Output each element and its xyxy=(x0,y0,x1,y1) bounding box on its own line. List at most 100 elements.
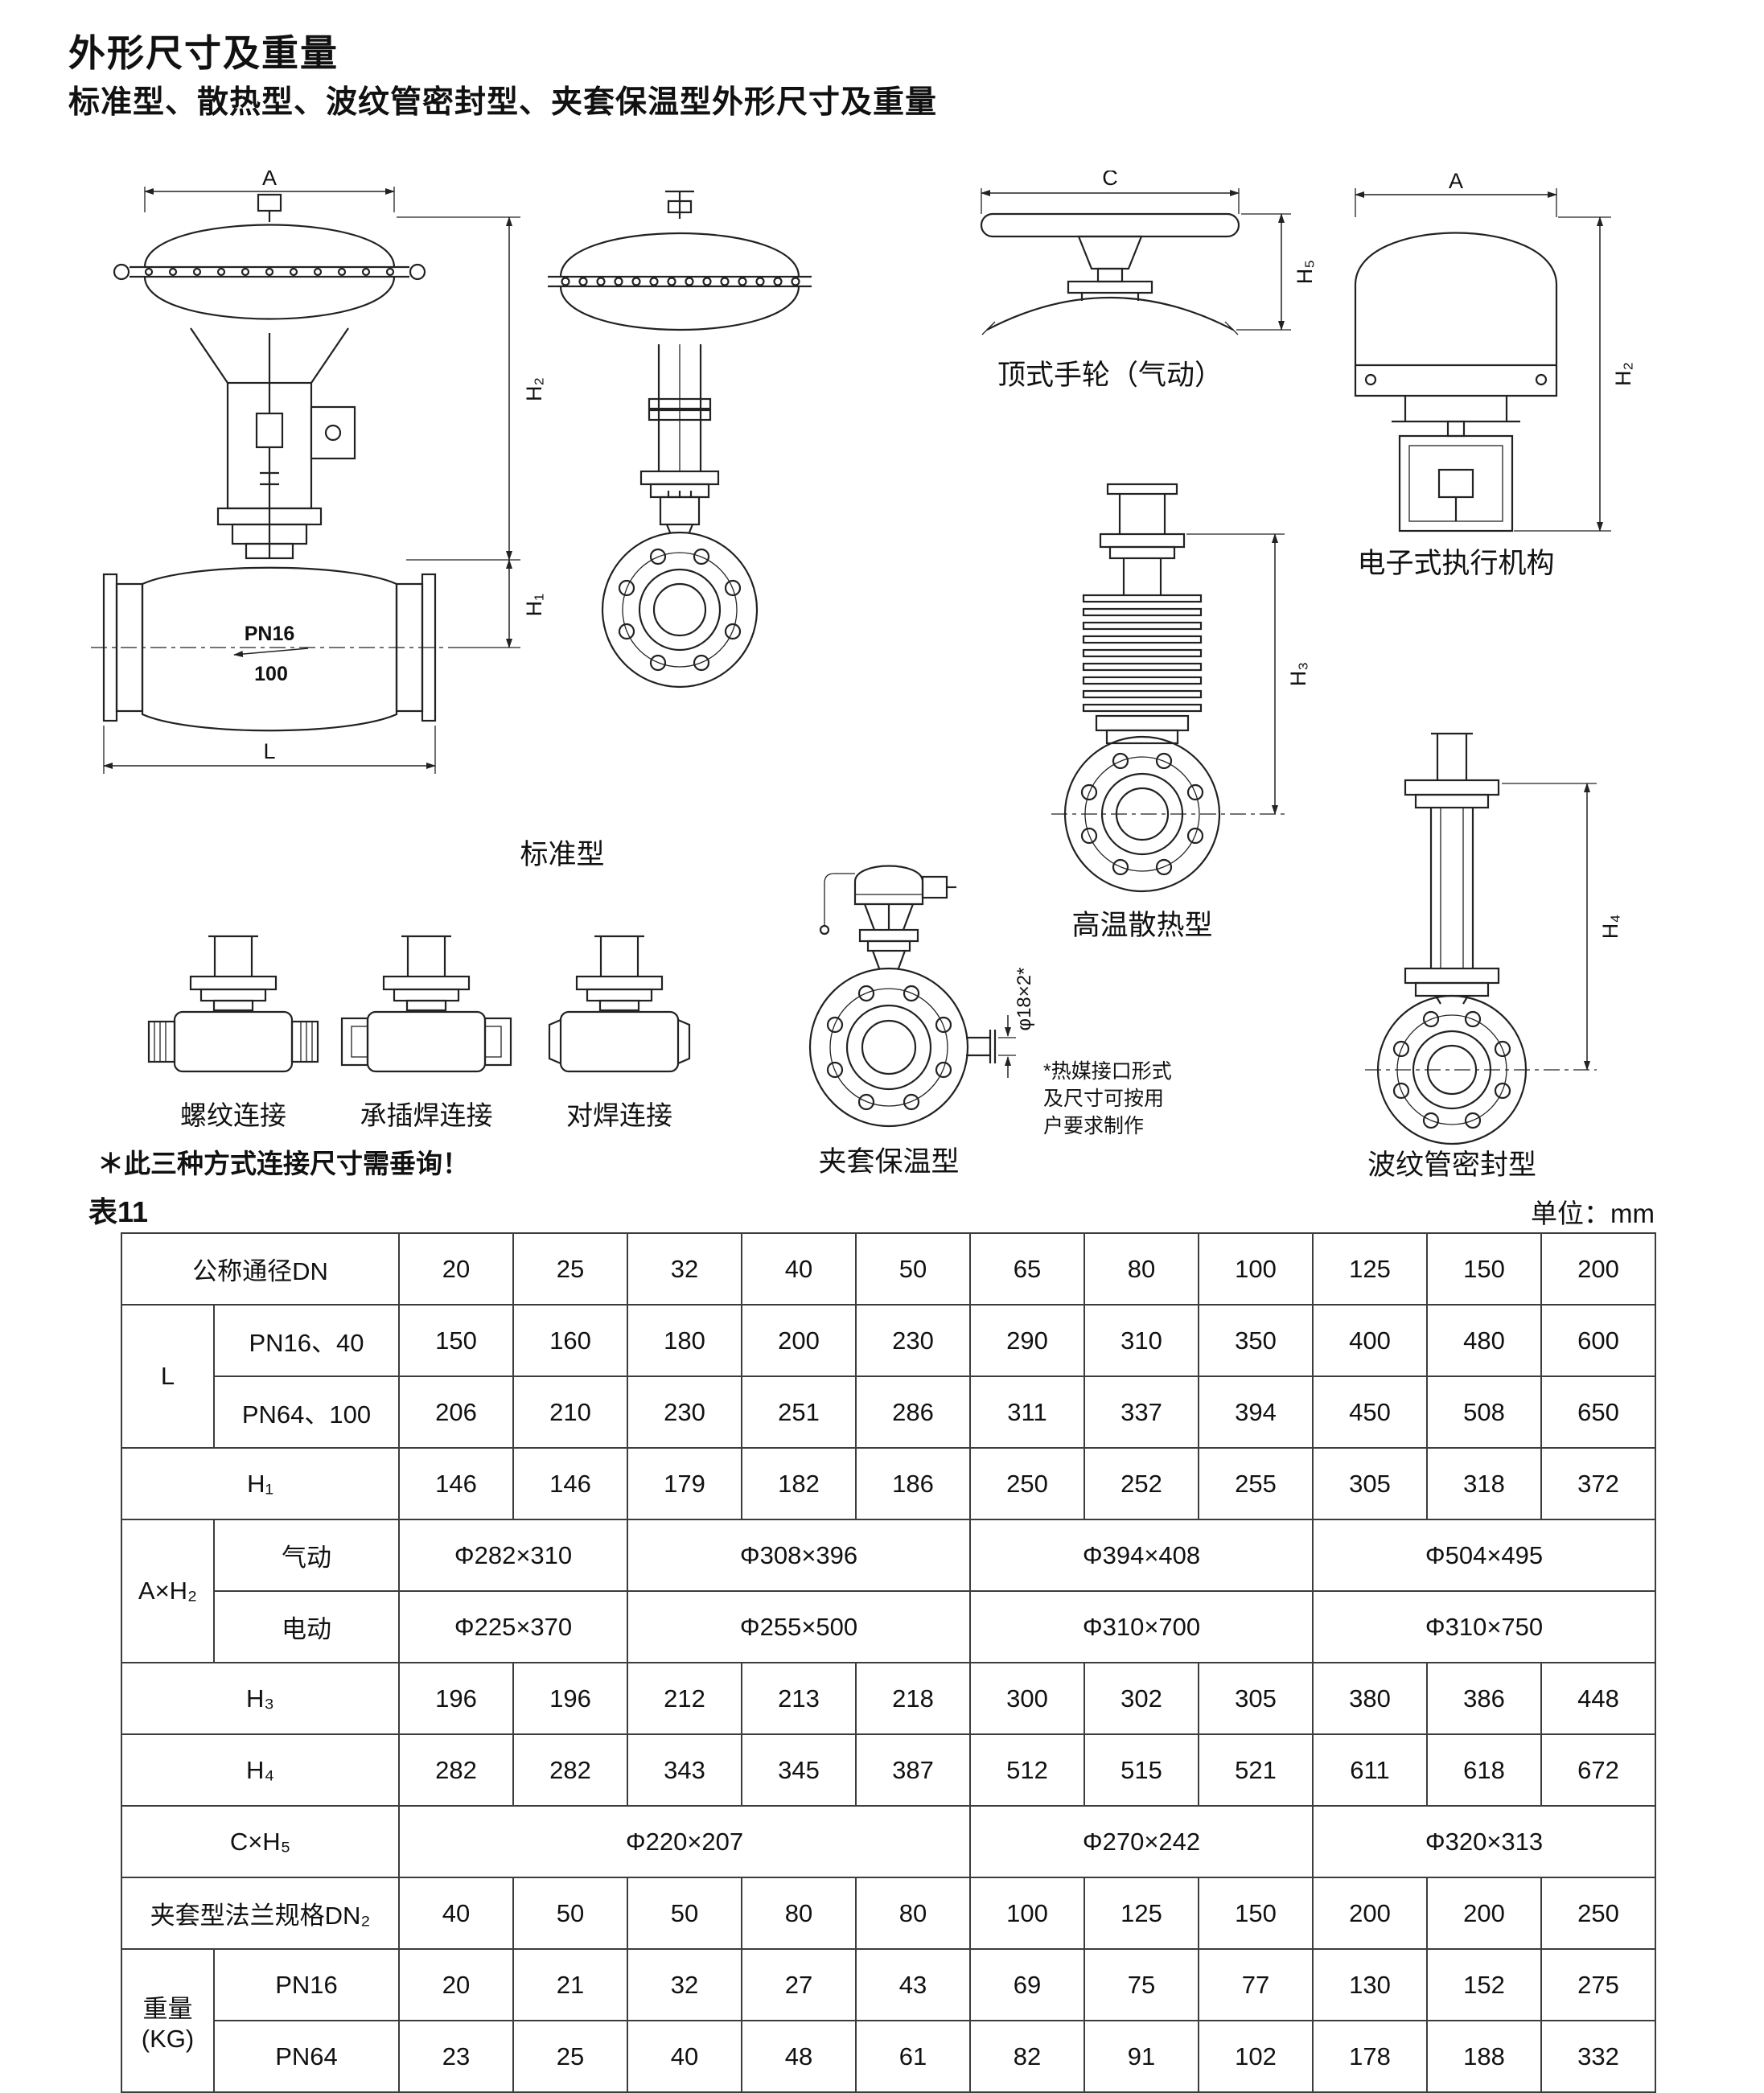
table-value-cell: 91 xyxy=(1083,2020,1199,2093)
table-value-cell: 311 xyxy=(969,1375,1085,1449)
table-value-cell: 80 xyxy=(855,1877,971,1950)
table-value-cell: 672 xyxy=(1540,1733,1656,1807)
table-value-cell: 32 xyxy=(627,1232,742,1306)
table-value-cell: 400 xyxy=(1312,1304,1428,1377)
table-label-cell: C×H₅ xyxy=(121,1805,400,1878)
table-value-cell: Φ225×370 xyxy=(398,1590,628,1663)
table-value-cell: 179 xyxy=(627,1447,742,1520)
table-value-cell: 200 xyxy=(741,1304,857,1377)
table-value-cell: 50 xyxy=(512,1877,628,1950)
actuator-bolts xyxy=(113,263,426,281)
table-label-cell: A×H₂ xyxy=(121,1519,215,1663)
table-value-cell: 65 xyxy=(969,1232,1085,1306)
table-value-cell: 448 xyxy=(1540,1662,1656,1735)
table-value-cell: 61 xyxy=(855,2020,971,2093)
figure-socket-weld-connection: 承插焊连接 xyxy=(340,935,512,1130)
table-value-cell: 40 xyxy=(741,1232,857,1306)
flange-disc xyxy=(808,967,969,1128)
table-value-cell: 512 xyxy=(969,1733,1085,1807)
table-value-cell: 75 xyxy=(1083,1948,1199,2021)
table-value-cell: 25 xyxy=(512,2020,628,2093)
table-value-cell: 196 xyxy=(398,1662,514,1735)
connections-note: ＊此三种方式连接尺寸需垂询！ xyxy=(97,1149,469,1178)
figure-standard-front: A PN16 xyxy=(91,171,546,774)
table-label-cell: 公称通径DN xyxy=(121,1232,400,1306)
table-value-cell: 305 xyxy=(1312,1447,1428,1520)
table-value-cell: 282 xyxy=(398,1733,514,1807)
table-value-cell: 305 xyxy=(1198,1662,1314,1735)
table-label-cell: PN64、100 xyxy=(213,1375,400,1449)
table-value-cell: 252 xyxy=(1083,1447,1199,1520)
table-value-cell: 125 xyxy=(1083,1877,1199,1950)
table-value-cell: 82 xyxy=(969,2020,1085,2093)
table-value-cell: 69 xyxy=(969,1948,1085,2021)
table-value-cell: 386 xyxy=(1426,1662,1542,1735)
body-marking-dn: 100 xyxy=(254,663,288,685)
jacket-nozzle xyxy=(966,1015,1016,1078)
table-label-cell: 气动 xyxy=(213,1519,400,1592)
caption-bellows: 波纹管密封型 xyxy=(1367,1149,1536,1180)
table-value-cell: Φ282×310 xyxy=(398,1519,628,1592)
table-value-cell: 515 xyxy=(1083,1733,1199,1807)
table-value-cell: 186 xyxy=(855,1447,971,1520)
table-value-cell: 80 xyxy=(1083,1232,1199,1306)
table-value-cell: 182 xyxy=(741,1447,857,1520)
table-value-cell: 250 xyxy=(1540,1877,1656,1950)
table-label-cell: L xyxy=(121,1304,215,1449)
caption-handwheel: 顶式手轮（气动） xyxy=(997,360,1223,391)
body-marking-pn: PN16 xyxy=(245,623,295,645)
table-value-cell: 600 xyxy=(1540,1304,1656,1377)
radiator-fins xyxy=(1082,594,1203,713)
table-value-cell: 200 xyxy=(1312,1877,1428,1950)
table-label-cell: H₃ xyxy=(121,1662,400,1735)
caption-standard: 标准型 xyxy=(520,839,604,870)
table-value-cell: Φ394×408 xyxy=(969,1519,1314,1592)
table-value-cell: Φ270×242 xyxy=(969,1805,1314,1878)
table-value-cell: 146 xyxy=(512,1447,628,1520)
table-value-cell: 146 xyxy=(398,1447,514,1520)
jacket-note-line1: *热媒接口形式 xyxy=(1043,1060,1172,1083)
table-value-cell: 212 xyxy=(627,1662,742,1735)
flange-disc xyxy=(601,531,759,689)
caption-electric: 电子式执行机构 xyxy=(1357,548,1554,579)
figure-bellows: H₄ 波纹管密封型 xyxy=(1365,732,1622,1180)
figure-butt-weld-connection: 对焊连接 xyxy=(548,935,691,1130)
table-value-cell: 50 xyxy=(855,1232,971,1306)
table-value-cell: 282 xyxy=(512,1733,628,1807)
caption-jacketed: 夹套保温型 xyxy=(818,1146,959,1178)
dim-label-l: L xyxy=(263,739,275,763)
table-value-cell: 80 xyxy=(741,1877,857,1950)
table-value-cell: 50 xyxy=(627,1877,742,1950)
figure-threaded-connection: 螺纹连接 xyxy=(147,935,319,1130)
table-label-cell: PN16 xyxy=(213,1948,400,2021)
page-title: 外形尺寸及重量 xyxy=(68,32,339,74)
caption-socket-weld: 承插焊连接 xyxy=(360,1100,493,1130)
unit-label: 单位：mm xyxy=(1531,1199,1655,1228)
table-value-cell: 152 xyxy=(1426,1948,1542,2021)
table-value-cell: 618 xyxy=(1426,1733,1542,1807)
table-value-cell: 32 xyxy=(627,1948,742,2021)
table-value-cell: 20 xyxy=(398,1948,514,2021)
table-value-cell: 130 xyxy=(1312,1948,1428,2021)
table-value-cell: 178 xyxy=(1312,2020,1428,2093)
table-value-cell: Φ320×313 xyxy=(1312,1805,1656,1878)
page-subtitle: 标准型、散热型、波纹管密封型、夹套保温型外形尺寸及重量 xyxy=(68,85,938,120)
table-value-cell: 218 xyxy=(855,1662,971,1735)
dim-label-h2: H₂ xyxy=(1611,362,1635,386)
table-value-cell: 125 xyxy=(1312,1232,1428,1306)
table-label-cell: H₁ xyxy=(121,1447,400,1520)
table-value-cell: 450 xyxy=(1312,1375,1428,1449)
table-value-cell: 188 xyxy=(1426,2020,1542,2093)
table-value-cell: 150 xyxy=(1198,1877,1314,1950)
table-value-cell: 100 xyxy=(969,1877,1085,1950)
figure-standard-side: 标准型 xyxy=(520,190,812,870)
jacket-note-line2: 及尺寸可按用 xyxy=(1043,1088,1164,1110)
